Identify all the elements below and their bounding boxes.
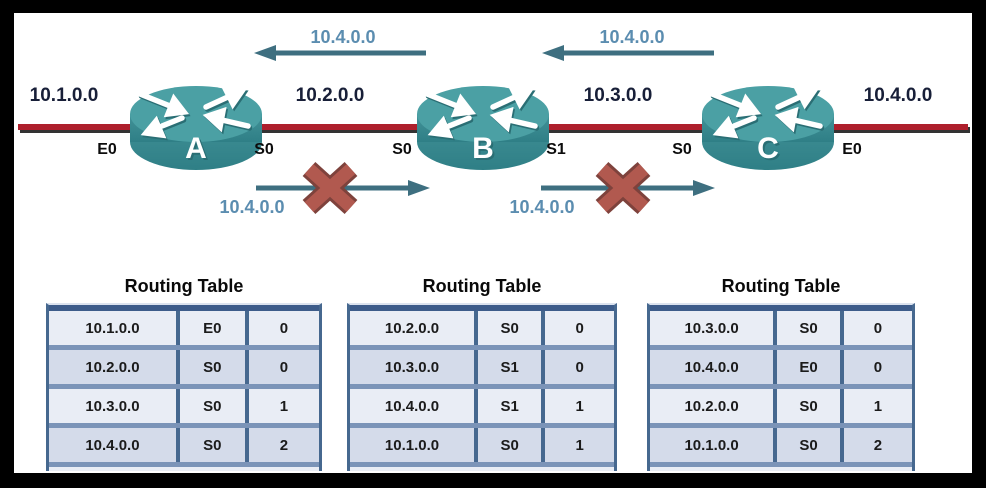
blocked-route-x-icon [595, 161, 651, 215]
table-row: 10.4.0.0 E0 0 [650, 345, 912, 384]
route-interface-cell: E0 [175, 311, 245, 345]
route-network-cell: 10.3.0.0 [684, 319, 739, 337]
router-arrows-icon [424, 86, 538, 139]
routing-table: Routing Table 10.3.0.0 S0 0 10.4.0.0 E0 … [647, 276, 915, 471]
route-hops-cell: 1 [541, 428, 614, 462]
router-letter-shadow: A [187, 134, 209, 167]
route-hops-cell: 1 [244, 389, 319, 423]
router-letter: A [185, 132, 207, 165]
table-bottom-bar [49, 462, 319, 467]
route-hops-cell: 1 [541, 389, 614, 423]
table-row: 10.3.0.0 S0 0 [650, 311, 912, 345]
router-letter-shadow: B [474, 134, 496, 167]
table-top-bar [49, 305, 319, 311]
table-row: 10.4.0.0 S0 2 [49, 423, 319, 462]
route-network-cell: 10.4.0.0 [684, 358, 739, 376]
route-hops-cell: 0 [244, 311, 319, 345]
table-top-bar [350, 305, 614, 311]
interface-label: S1 [546, 141, 566, 158]
route-hops-cell: 0 [839, 311, 912, 345]
network-label: 10.4.0.0 [863, 85, 933, 106]
interface-label: E0 [842, 141, 862, 158]
routing-table: Routing Table 10.2.0.0 S0 0 10.3.0.0 S1 … [347, 276, 617, 471]
table-cutoff-row [350, 467, 614, 471]
route-update-arrow-left-icon [542, 45, 714, 61]
route-network-cell: 10.2.0.0 [85, 358, 140, 376]
diagram-canvas: 10.1.0.0 10.2.0.0 10.3.0.0 10.4.0.0 A [14, 13, 972, 473]
routing-table-title: Routing Table [721, 276, 841, 296]
router-icon: C C [702, 86, 834, 170]
route-network-cell: 10.2.0.0 [384, 319, 440, 337]
route-network-cell: 10.3.0.0 [85, 397, 140, 415]
route-interface-cell: S0 [474, 428, 541, 462]
route-update-arrow-left-icon [254, 45, 426, 61]
route-network-cell: 10.3.0.0 [384, 358, 440, 376]
routing-table-title: Routing Table [422, 276, 542, 296]
interface-label: S0 [254, 141, 274, 158]
network-label: 10.2.0.0 [295, 85, 365, 106]
interface-label: E0 [97, 141, 117, 158]
table-row: 10.4.0.0 S1 1 [350, 384, 614, 423]
table-row: 10.2.0.0 S0 0 [49, 345, 319, 384]
route-interface-cell: S0 [175, 350, 245, 384]
blocked-route-x-icon [302, 161, 358, 215]
route-interface-cell: E0 [773, 350, 840, 384]
router-arrows-icon [137, 86, 251, 139]
table-row: 10.2.0.0 S0 0 [350, 311, 614, 345]
route-hops-cell: 0 [541, 350, 614, 384]
routing-table-title: Routing Table [124, 276, 244, 296]
router-icon: B B [417, 86, 549, 170]
route-interface-cell: S0 [474, 311, 541, 345]
router-c: C C [698, 80, 838, 176]
table-bottom-bar [650, 462, 912, 467]
router-icon: A A [130, 86, 262, 170]
route-interface-cell: S0 [175, 389, 245, 423]
route-update-network-label: 10.4.0.0 [599, 27, 665, 47]
route-update-network-label: 10.4.0.0 [509, 197, 575, 217]
route-interface-cell: S1 [474, 350, 541, 384]
route-interface-cell: S0 [773, 389, 840, 423]
route-hops-cell: 0 [244, 350, 319, 384]
interface-label: S0 [672, 141, 692, 158]
router-a: A A [126, 80, 266, 176]
route-network-cell: 10.2.0.0 [684, 397, 739, 415]
table-row: 10.3.0.0 S1 0 [350, 345, 614, 384]
route-interface-cell: S0 [773, 428, 840, 462]
router-arrows-icon [709, 86, 823, 139]
table-top-bar [650, 305, 912, 311]
table-row: 10.1.0.0 S0 1 [350, 423, 614, 462]
table-bottom-bar [350, 462, 614, 467]
route-hops-cell: 1 [839, 389, 912, 423]
route-hops-cell: 0 [541, 311, 614, 345]
router-b: B B [413, 80, 553, 176]
route-update-network-label: 10.4.0.0 [310, 27, 376, 47]
table-row: 10.2.0.0 S0 1 [650, 384, 912, 423]
network-label: 10.3.0.0 [583, 85, 653, 106]
router-letter-shadow: C [759, 134, 781, 167]
table-cutoff-row [49, 467, 319, 471]
route-hops-cell: 2 [839, 428, 912, 462]
route-hops-cell: 2 [244, 428, 319, 462]
route-update-network-label: 10.4.0.0 [219, 197, 285, 217]
route-hops-cell: 0 [839, 350, 912, 384]
table-cutoff-row [650, 467, 912, 471]
route-network-cell: 10.1.0.0 [684, 436, 739, 454]
table-row: 10.1.0.0 E0 0 [49, 311, 319, 345]
table-row: 10.1.0.0 S0 2 [650, 423, 912, 462]
route-network-cell: 10.1.0.0 [85, 319, 140, 337]
route-interface-cell: S1 [474, 389, 541, 423]
route-interface-cell: S0 [175, 428, 245, 462]
network-label: 10.1.0.0 [29, 85, 99, 106]
route-network-cell: 10.4.0.0 [85, 436, 140, 454]
route-interface-cell: S0 [773, 311, 840, 345]
routing-table: Routing Table 10.1.0.0 E0 0 10.2.0.0 S0 … [46, 276, 322, 471]
route-network-cell: 10.4.0.0 [384, 397, 440, 415]
interface-label: S0 [392, 141, 412, 158]
table-row: 10.3.0.0 S0 1 [49, 384, 319, 423]
router-letter: C [757, 132, 779, 165]
route-network-cell: 10.1.0.0 [384, 436, 440, 454]
router-letter: B [472, 132, 494, 165]
